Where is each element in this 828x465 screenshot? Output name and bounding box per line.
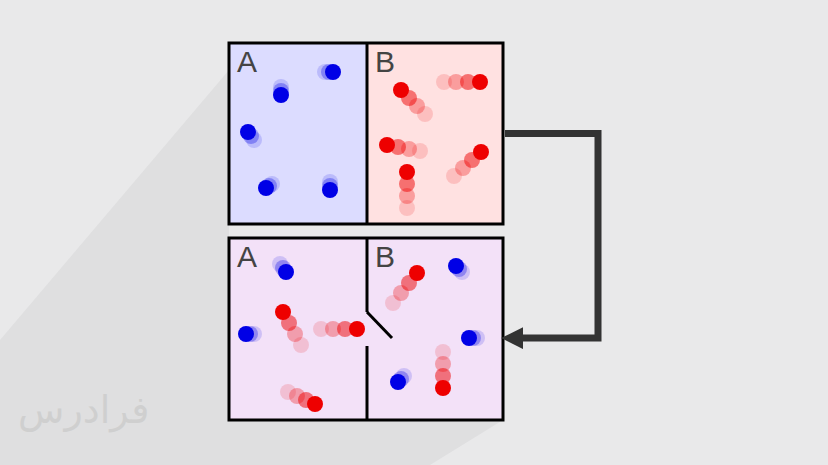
container-outline [229,238,503,420]
open-flap [367,312,392,338]
molecule [473,144,489,160]
molecule [461,330,477,346]
molecule [399,164,415,180]
molecule [238,326,254,342]
process-arrow [505,134,598,339]
partition [366,238,369,312]
molecule [325,64,341,80]
chamber: B [367,238,503,420]
partition [366,346,369,420]
molecule [273,87,289,103]
molecule [409,265,425,281]
chamber: A [229,238,367,420]
watermark: فرادرس [18,388,149,432]
chamber: B [367,43,503,224]
partition [366,43,369,224]
chamber: A [229,43,367,224]
molecule [278,264,294,280]
molecule [390,374,406,390]
chamber-label: A [237,46,257,78]
chamber-fill [367,43,503,224]
container-outline [229,43,503,224]
molecule [393,82,409,98]
chamber-label: B [375,46,395,78]
molecule [435,380,451,396]
molecule [379,137,395,153]
molecule [307,396,323,412]
chamber-label: A [237,241,257,273]
chamber-fill [229,238,503,420]
chamber-label: B [375,241,395,273]
molecule [448,258,464,274]
molecule [275,304,291,320]
molecule [322,182,338,198]
molecule [258,180,274,196]
molecule [472,74,488,90]
molecule [349,321,365,337]
chamber-fill [229,43,367,224]
molecule [240,124,256,140]
